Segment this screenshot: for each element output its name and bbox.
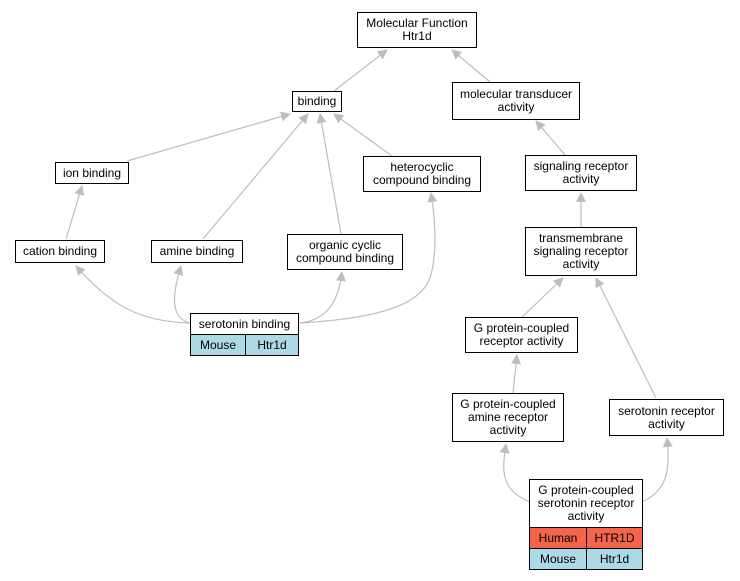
annotation-gene-htr1d-human: HTR1D bbox=[586, 527, 643, 549]
node-serotonin-receptor-activity[interactable]: serotonin receptor activity bbox=[609, 399, 724, 436]
edge-ion-to-binding bbox=[126, 111, 291, 162]
edge-gpcsr-to-sra2 bbox=[641, 437, 673, 503]
edge-gpcr-to-tsra bbox=[521, 277, 564, 318]
node-transmembrane-signaling-receptor-activity[interactable]: transmembrane signaling receptor activit… bbox=[525, 227, 637, 276]
edge-sra2-to-tsra bbox=[595, 277, 657, 399]
annotation-species-human: Human bbox=[529, 527, 587, 549]
node-molecular-transducer-activity[interactable]: molecular transducer activity bbox=[452, 82, 580, 120]
node-ion-binding[interactable]: ion binding bbox=[55, 162, 129, 184]
node-g-protein-coupled-serotonin-receptor-activity[interactable]: G protein-coupled serotonin receptor act… bbox=[529, 479, 643, 528]
edge-sb-to-cation bbox=[75, 265, 191, 324]
edge-gpcsr-to-gpcar bbox=[499, 443, 531, 503]
node-g-protein-coupled-amine-receptor-activity[interactable]: G protein-coupled amine receptor activit… bbox=[452, 393, 564, 442]
node-heterocyclic-compound-binding[interactable]: heterocyclic compound binding bbox=[363, 156, 481, 192]
node-amine-binding[interactable]: amine binding bbox=[151, 240, 243, 263]
edge-binding-to-mf bbox=[333, 49, 388, 92]
edge-sb-to-hcb bbox=[299, 192, 438, 324]
annotation-gene-htr1d: Htr1d bbox=[245, 334, 299, 356]
edge-sb-to-amine bbox=[173, 265, 191, 324]
node-g-protein-coupled-receptor-activity[interactable]: G protein-coupled receptor activity bbox=[465, 317, 578, 353]
edge-occb-to-binding bbox=[316, 113, 342, 235]
edge-gpcar-to-gpcr bbox=[511, 354, 522, 394]
edge-sra-to-mta bbox=[535, 120, 566, 156]
node-organic-cyclic-compound-binding[interactable]: organic cyclic compound binding bbox=[287, 234, 403, 270]
node-signaling-receptor-activity[interactable]: signaling receptor activity bbox=[525, 155, 637, 191]
annotation-species-mouse: Mouse bbox=[190, 334, 246, 356]
edge-mta-to-mf bbox=[451, 49, 491, 83]
edge-amine-to-binding bbox=[202, 113, 309, 240]
edge-hcb-to-binding bbox=[333, 113, 393, 157]
annotation-gene-htr1d-mouse: Htr1d bbox=[586, 548, 643, 570]
node-molecular-function[interactable]: Molecular Function Htr1d bbox=[357, 12, 477, 48]
edge-sb-to-occb bbox=[299, 271, 346, 324]
node-cation-binding[interactable]: cation binding bbox=[15, 240, 105, 263]
node-binding[interactable]: binding bbox=[292, 91, 342, 112]
edge-cation-to-ion bbox=[65, 185, 85, 240]
node-serotonin-binding[interactable]: serotonin binding bbox=[190, 313, 299, 335]
annotation-species-mouse-2: Mouse bbox=[529, 548, 587, 570]
